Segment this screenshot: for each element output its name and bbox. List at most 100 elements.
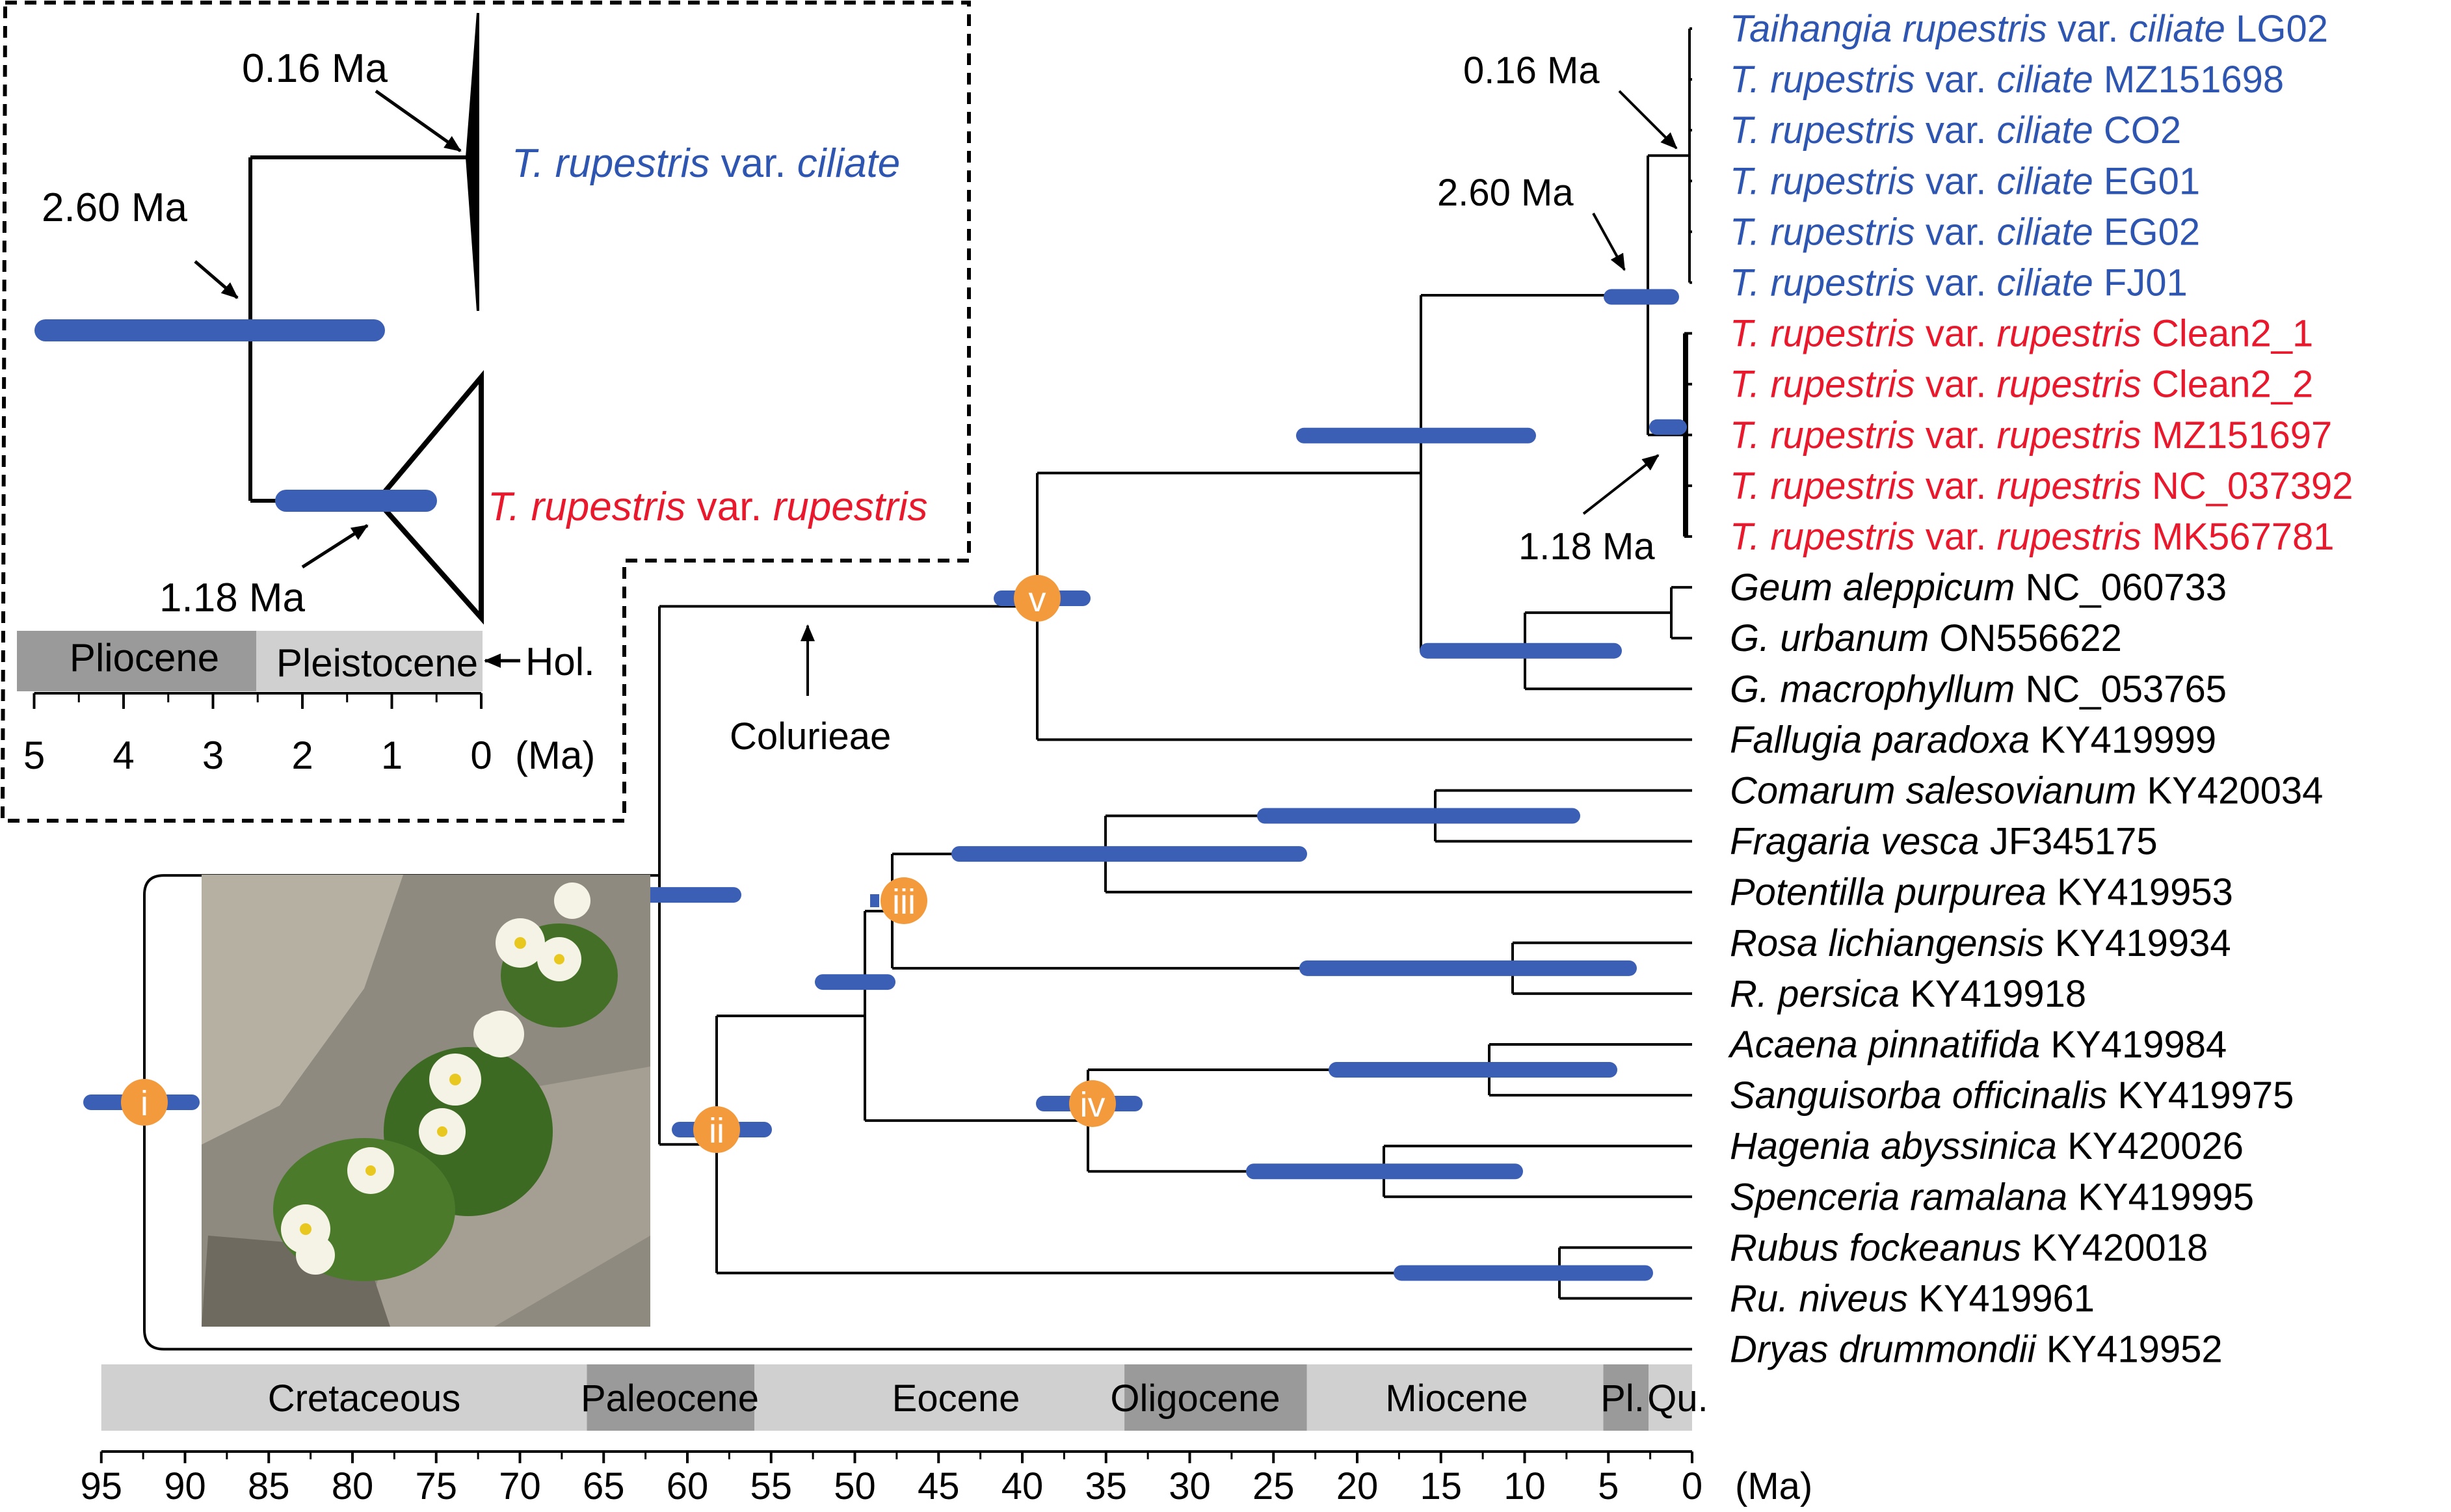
main-label-260: 2.60 Ma xyxy=(1437,172,1574,214)
main-label-016: 0.16 Ma xyxy=(1463,49,1600,92)
inset-label-ciliate: T. rupestris var. ciliate xyxy=(512,141,900,186)
taxon-label-t11: T. rupestris var. rupestris MK567781 xyxy=(1730,516,2335,558)
taxon-label-t18: Potentilla purpurea KY419953 xyxy=(1730,871,2233,914)
main-axis-unit: (Ma) xyxy=(1735,1465,1812,1507)
epoch-paleocene xyxy=(587,1364,754,1431)
taxon-label-t14: G. macrophyllum NC_053765 xyxy=(1730,668,2227,710)
node-ii: ii xyxy=(672,1106,772,1153)
main-axis-tick-label: 0 xyxy=(1682,1465,1702,1507)
main-axis-tick-label: 5 xyxy=(1598,1465,1619,1507)
epoch-pl xyxy=(1603,1364,1649,1431)
epoch-cretaceous xyxy=(101,1364,587,1431)
main-axis-tick-label: 85 xyxy=(248,1465,290,1507)
node-circle-iv xyxy=(1069,1080,1116,1127)
main-axis-tick-label: 15 xyxy=(1420,1465,1462,1507)
node-label-ii: ii xyxy=(709,1111,724,1150)
node-circle-ii xyxy=(693,1106,740,1153)
main-axis-tick-label: 65 xyxy=(583,1465,625,1507)
taxon-label-t22: Sanguisorba officinalis KY419975 xyxy=(1730,1074,2294,1117)
epoch-eocene xyxy=(754,1364,1125,1431)
inset-epoch-label-pliocene: Pliocene xyxy=(70,636,219,680)
inset-axis-tick-label: 3 xyxy=(202,734,224,777)
epoch-label-oligocene: Oligocene xyxy=(1110,1377,1280,1420)
main-axis-tick-label: 45 xyxy=(918,1465,960,1507)
main-axis-tick-label: 40 xyxy=(1001,1465,1044,1507)
node-circle-iii xyxy=(881,877,927,924)
epoch-miocene xyxy=(1306,1364,1604,1431)
node-circle-v xyxy=(1014,575,1061,622)
inset-epoch-pliocene xyxy=(17,631,256,691)
inset-dashed-border xyxy=(0,1,971,823)
main-axis-tick-label: 70 xyxy=(499,1465,541,1507)
main-axis-tick-label: 60 xyxy=(667,1465,709,1507)
node-label-v: v xyxy=(1029,580,1046,619)
main-arrow-118 xyxy=(1582,454,1660,515)
taxon-label-t24: Spenceria ramalana KY419995 xyxy=(1730,1176,2254,1218)
inset-tree-branches xyxy=(248,12,484,625)
taxon-label-t13: G. urbanum ON556622 xyxy=(1730,617,2122,659)
epoch-label-pl: Pl. xyxy=(1600,1377,1645,1420)
taxon-label-t07: T. rupestris var. rupestris Clean2_1 xyxy=(1730,313,2313,355)
main-axis-tick-label: 25 xyxy=(1252,1465,1295,1507)
taxon-label-t19: Rosa lichiangensis KY419934 xyxy=(1730,922,2231,964)
taxon-label-t15: Fallugia paradoxa KY419999 xyxy=(1730,719,2216,761)
main-axis-tick-label: 50 xyxy=(834,1465,876,1507)
main-axis-tick-label: 75 xyxy=(415,1465,457,1507)
main-arrow-260 xyxy=(1592,213,1626,271)
inset-axis-tick-label: 2 xyxy=(291,734,313,777)
inset-axis-tick-label: 5 xyxy=(23,734,45,777)
main-axis-tick-label: 10 xyxy=(1504,1465,1546,1507)
inset-axis-unit: (Ma) xyxy=(515,734,595,777)
colurieae-label: Colurieae xyxy=(730,715,891,758)
taxon-label-t09: T. rupestris var. rupestris MZ151697 xyxy=(1730,414,2332,457)
inset-epoch-label-hol: Hol. xyxy=(525,640,595,683)
epoch-label-miocene: Miocene xyxy=(1385,1377,1528,1420)
taxon-label-t16: Comarum salesovianum KY420034 xyxy=(1730,770,2323,812)
inset-axis-tick-label: 0 xyxy=(470,734,492,777)
inset-arrow-260 xyxy=(194,260,239,299)
epoch-label-paleocene: Paleocene xyxy=(581,1377,759,1420)
main-axis-tick-label: 90 xyxy=(164,1465,206,1507)
main-axis-tick-label: 20 xyxy=(1336,1465,1379,1507)
node-v: v xyxy=(994,575,1091,622)
node-i: i xyxy=(83,1079,200,1126)
main-axis-tick-label: 55 xyxy=(750,1465,792,1507)
inset-axis: 5 4 3 2 1 0 (Ma) xyxy=(23,692,595,777)
inset-panel: 0.16 Ma 2.60 Ma 1.18 Ma T. rupestris var… xyxy=(0,1,971,823)
taxon-label-t05: T. rupestris var. ciliate EG02 xyxy=(1730,211,2200,253)
taxon-label-t01: Taihangia rupestris var. ciliate LG02 xyxy=(1730,8,2328,50)
epoch-label-eocene: Eocene xyxy=(892,1377,1020,1420)
taxon-label-t08: T. rupestris var. rupestris Clean2_2 xyxy=(1730,364,2313,406)
main-axis-tick-label: 80 xyxy=(332,1465,374,1507)
inset-epoch-pleistocene xyxy=(256,631,483,691)
main-label-118: 1.18 Ma xyxy=(1518,525,1655,568)
taxon-label-t26: Ru. niveus KY419961 xyxy=(1730,1278,2095,1320)
epoch-oligocene xyxy=(1124,1364,1307,1431)
taxon-label-t03: T. rupestris var. ciliate CO2 xyxy=(1730,109,2181,152)
node-circle-i xyxy=(121,1079,168,1126)
node-label-iv: iv xyxy=(1080,1085,1106,1124)
taxon-label-t10: T. rupestris var. rupestris NC_037392 xyxy=(1730,465,2353,507)
taxon-label-t20: R. persica KY419918 xyxy=(1730,973,2086,1015)
plant-photo xyxy=(202,875,650,1327)
inset-arrow-016 xyxy=(375,89,462,153)
node-iv: iv xyxy=(1036,1080,1143,1127)
inset-axis-tick-label: 4 xyxy=(113,734,134,777)
inset-axis-tick-label: 1 xyxy=(381,734,403,777)
epoch-label-cretaceous: Cretaceous xyxy=(268,1377,461,1420)
node-label-i: i xyxy=(140,1084,148,1123)
taxon-label-t25: Rubus fockeanus KY420018 xyxy=(1730,1227,2208,1269)
inset-epoch-label-pleistocene: Pleistocene xyxy=(276,641,478,685)
inset-label-rupestris: T. rupestris var. rupestris xyxy=(488,484,928,529)
taxon-label-t23: Hagenia abyssinica KY420026 xyxy=(1730,1125,2244,1167)
taxon-label-t02: T. rupestris var. ciliate MZ151698 xyxy=(1730,59,2284,101)
node-iii: iii xyxy=(881,877,927,924)
taxon-label-t17: Fragaria vesca JF345175 xyxy=(1730,821,2158,863)
main-confidence-bars xyxy=(538,289,1687,1281)
main-axis-tick-label: 95 xyxy=(80,1465,122,1507)
node-label-iii: iii xyxy=(892,882,916,922)
taxon-labels: Taihangia rupestris var. ciliate LG02 T. … xyxy=(1728,8,2353,1371)
taxon-label-t12: Geum aleppicum NC_060733 xyxy=(1730,566,2227,609)
inset-arrow-118 xyxy=(301,524,369,569)
